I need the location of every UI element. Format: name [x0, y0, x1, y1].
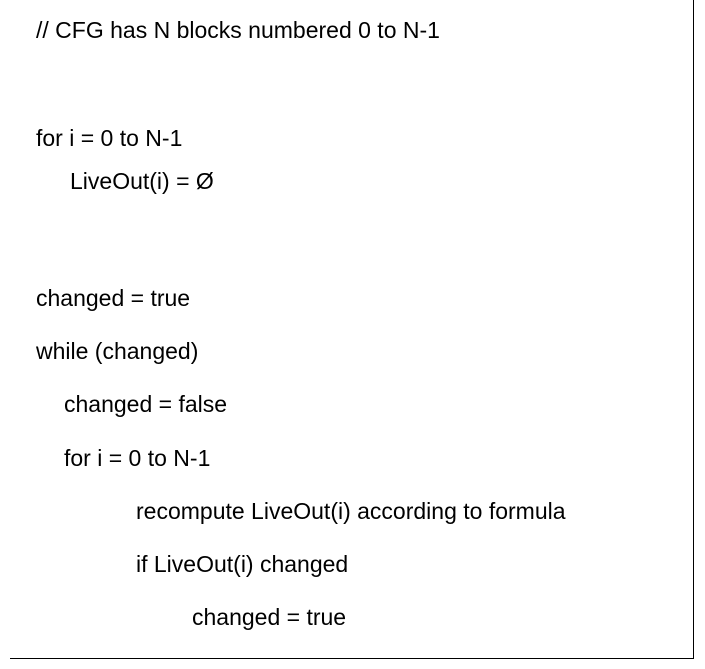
- init-liveout-line: LiveOut(i) = Ø: [70, 168, 214, 194]
- changed-init-line: changed = true: [36, 285, 191, 311]
- while-line: while (changed): [36, 338, 199, 364]
- changed-true-line: changed = true: [192, 604, 347, 630]
- comment-line: // CFG has N blocks numbered 0 to N-1: [36, 17, 440, 43]
- changed-false-line: changed = false: [64, 391, 228, 417]
- if-changed-line: if LiveOut(i) changed: [136, 551, 349, 577]
- outer-for-line: for i = 0 to N-1: [36, 125, 183, 151]
- pseudocode-box: // CFG has N blocks numbered 0 to N-1 fo…: [10, 0, 694, 659]
- inner-for-line: for i = 0 to N-1: [64, 445, 211, 471]
- recompute-line: recompute LiveOut(i) according to formul…: [136, 498, 566, 524]
